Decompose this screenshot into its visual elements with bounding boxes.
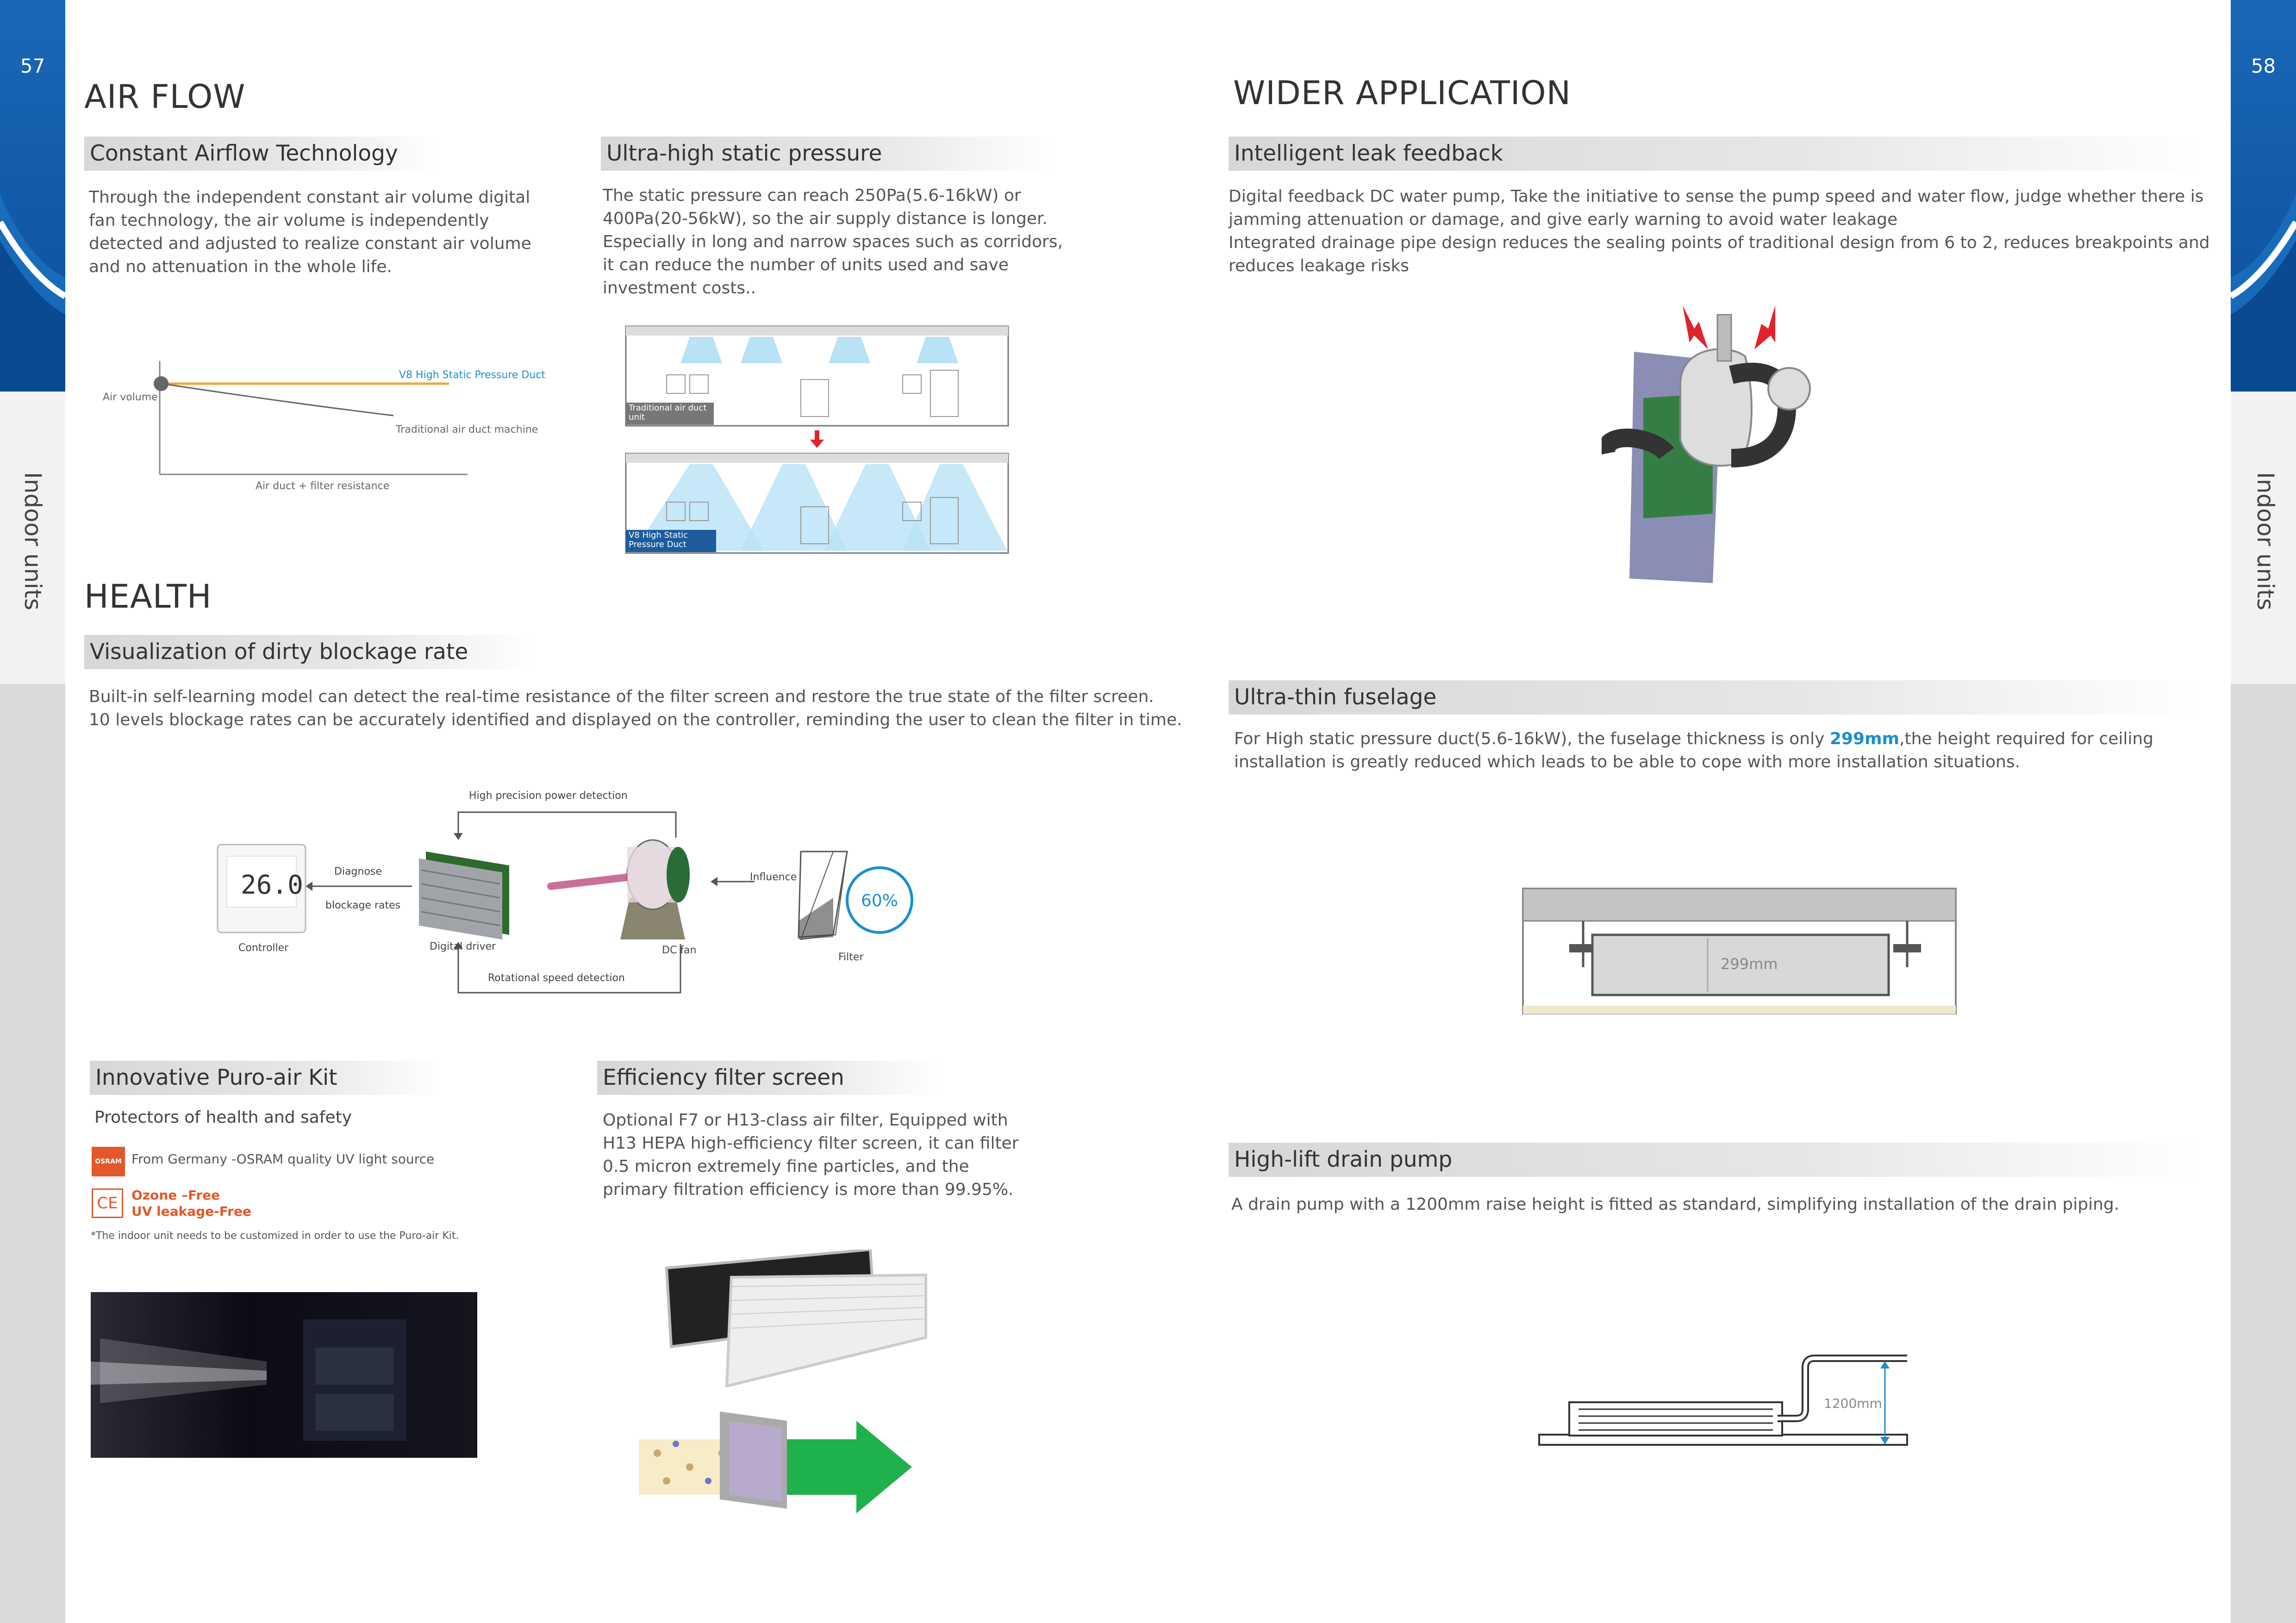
left-sidebar-mid [0,392,65,684]
ultra-thin-heading: Ultra-thin fuselage [1229,680,2201,715]
sidebar-swoosh-right [2231,194,2296,392]
wider-application-title: WIDER APPLICATION [1233,74,1572,112]
leak-feedback-heading: Intelligent leak feedback [1229,137,2201,171]
constant-airflow-text: Through the independent constant air vol… [89,188,531,276]
health-title: HEALTH [84,578,212,616]
drain-pump-image [1602,305,1811,583]
chart-x-label: Air duct + filter resistance [256,480,390,492]
side-label-left: Indoor units [19,472,46,610]
v8-duct-label: V8 High Static Pressure Duct [629,530,688,549]
left-sidebar: 57 Indoor units [0,0,65,1623]
down-arrow-icon [810,430,824,448]
airflow-chart [154,361,468,475]
controller-display: 26.0 [241,870,303,900]
puro-subtitle: Protectors of health and safety [94,1108,352,1127]
right-sidebar-mid [2231,392,2296,684]
drain-pump-text: A drain pump with a 1200mm raise height … [1231,1195,2120,1214]
blockage-heading: Visualization of dirty blockage rate [84,635,538,669]
uv-light-image [91,1319,406,1441]
blockage-line2: 10 levels blockage rates can be accurate… [89,710,1182,729]
drain-pump-heading: High-lift drain pump [1229,1143,2201,1177]
drain-pump-illustration [1538,1355,1908,1446]
chart-series-traditional: Traditional air duct machine [396,424,538,435]
ce-logo: CE [92,1188,123,1218]
warning-bolt-icon-2 [1754,305,1775,349]
traditional-duct-label: Traditional air duct unit [629,403,707,422]
filter-label: Filter [838,951,864,963]
constant-airflow-heading: Constant Airflow Technology [84,137,436,171]
traditional-label-bg [626,403,714,425]
v8-label-bg [626,530,716,552]
ultra-thin-illustration [1522,888,1957,1014]
ozone-free: Ozone –Free [131,1188,220,1203]
diagnose-label: Diagnose [334,866,382,877]
power-detection-label: High precision power detection [469,790,628,802]
uv-leakage-free: UV leakage-Free [131,1204,251,1219]
static-pressure-illustration [625,325,1009,554]
efficiency-filter-text: Optional F7 or H13-class air filter, Equ… [603,1111,1019,1199]
ultra-thin-text-a: For High static pressure duct(5.6-16kW),… [1234,729,1830,748]
filter-percent: 60% [861,891,898,910]
digital-driver-label: Digital driver [430,941,496,952]
osram-logo: OSRAM [92,1147,125,1176]
static-pressure-text: The static pressure can reach 250Pa(5.6-… [603,186,1063,298]
filter-screen-illustration [639,1250,927,1513]
page-number-right: 58 [2251,55,2276,77]
leak-feedback-line2: Integrated drainage pipe design reduces … [1229,233,2210,275]
chart-y-label: Air volume [103,392,158,403]
dc-fan-icon [547,839,690,939]
osram-text: From Germany -OSRAM quality UV light sou… [131,1151,435,1167]
puro-heading: Innovative Puro-air Kit [90,1061,442,1095]
blockage-line1: Built-in self-learning model can detect … [89,687,1154,706]
leak-feedback-line1: Digital feedback DC water pump, Take the… [1229,187,2204,229]
puro-air-photo [91,1292,477,1458]
blockage-rates-label: blockage rates [325,900,401,911]
airflow-title: AIR FLOW [84,78,246,116]
thickness-dimension: 299mm [1721,955,1778,973]
lift-dimension: 1200mm [1824,1396,1882,1411]
right-sidebar: 58 Indoor units [2231,0,2296,1623]
speed-detection-label: Rotational speed detection [488,972,625,984]
left-sidebar-blue [0,0,65,392]
page-number-left: 57 [20,55,45,77]
filter-icon [798,851,913,940]
static-pressure-heading: Ultra-high static pressure [601,137,1054,171]
ultra-thin-text: For High static pressure duct(5.6-16kW),… [1234,728,2225,774]
ultra-thin-text-b: ,the height required for ceiling install… [1234,729,2154,771]
side-label-right: Indoor units [2252,472,2279,610]
chart-series-v8: V8 High Static Pressure Duct [399,369,546,381]
influence-label: Influence [750,871,797,883]
warning-bolt-icon [1683,305,1708,349]
puro-note: *The indoor unit needs to be customized … [91,1230,459,1242]
efficiency-filter-heading: Efficiency filter screen [597,1061,940,1095]
ultra-thin-highlight: 299mm [1829,729,1900,748]
digital-driver-icon [419,852,509,939]
blockage-diagram [217,811,913,994]
dc-fan-label: DC fan [662,945,697,956]
controller-label: Controller [238,942,289,954]
sidebar-swoosh [0,194,65,392]
right-sidebar-blue [2231,0,2296,392]
